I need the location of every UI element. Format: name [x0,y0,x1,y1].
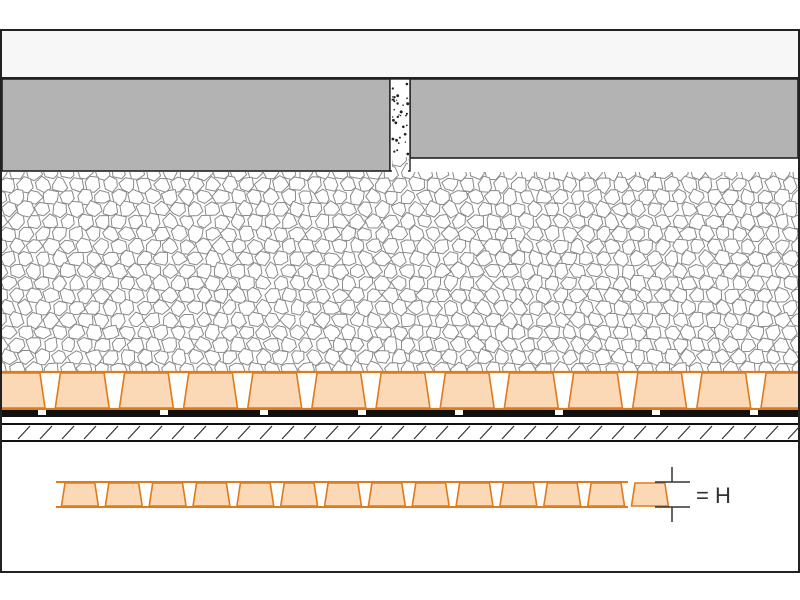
tile-right [409,78,799,159]
mortar-bed [2,157,798,372]
tile-left [1,78,391,172]
fleece-membrane [2,410,798,417]
uncoupling-mat [2,370,798,411]
mat-detail-strip [56,481,670,508]
height-label: = H [696,483,731,508]
substrate [2,423,800,442]
top-band [2,31,798,78]
height-indicator-icon [655,467,690,522]
